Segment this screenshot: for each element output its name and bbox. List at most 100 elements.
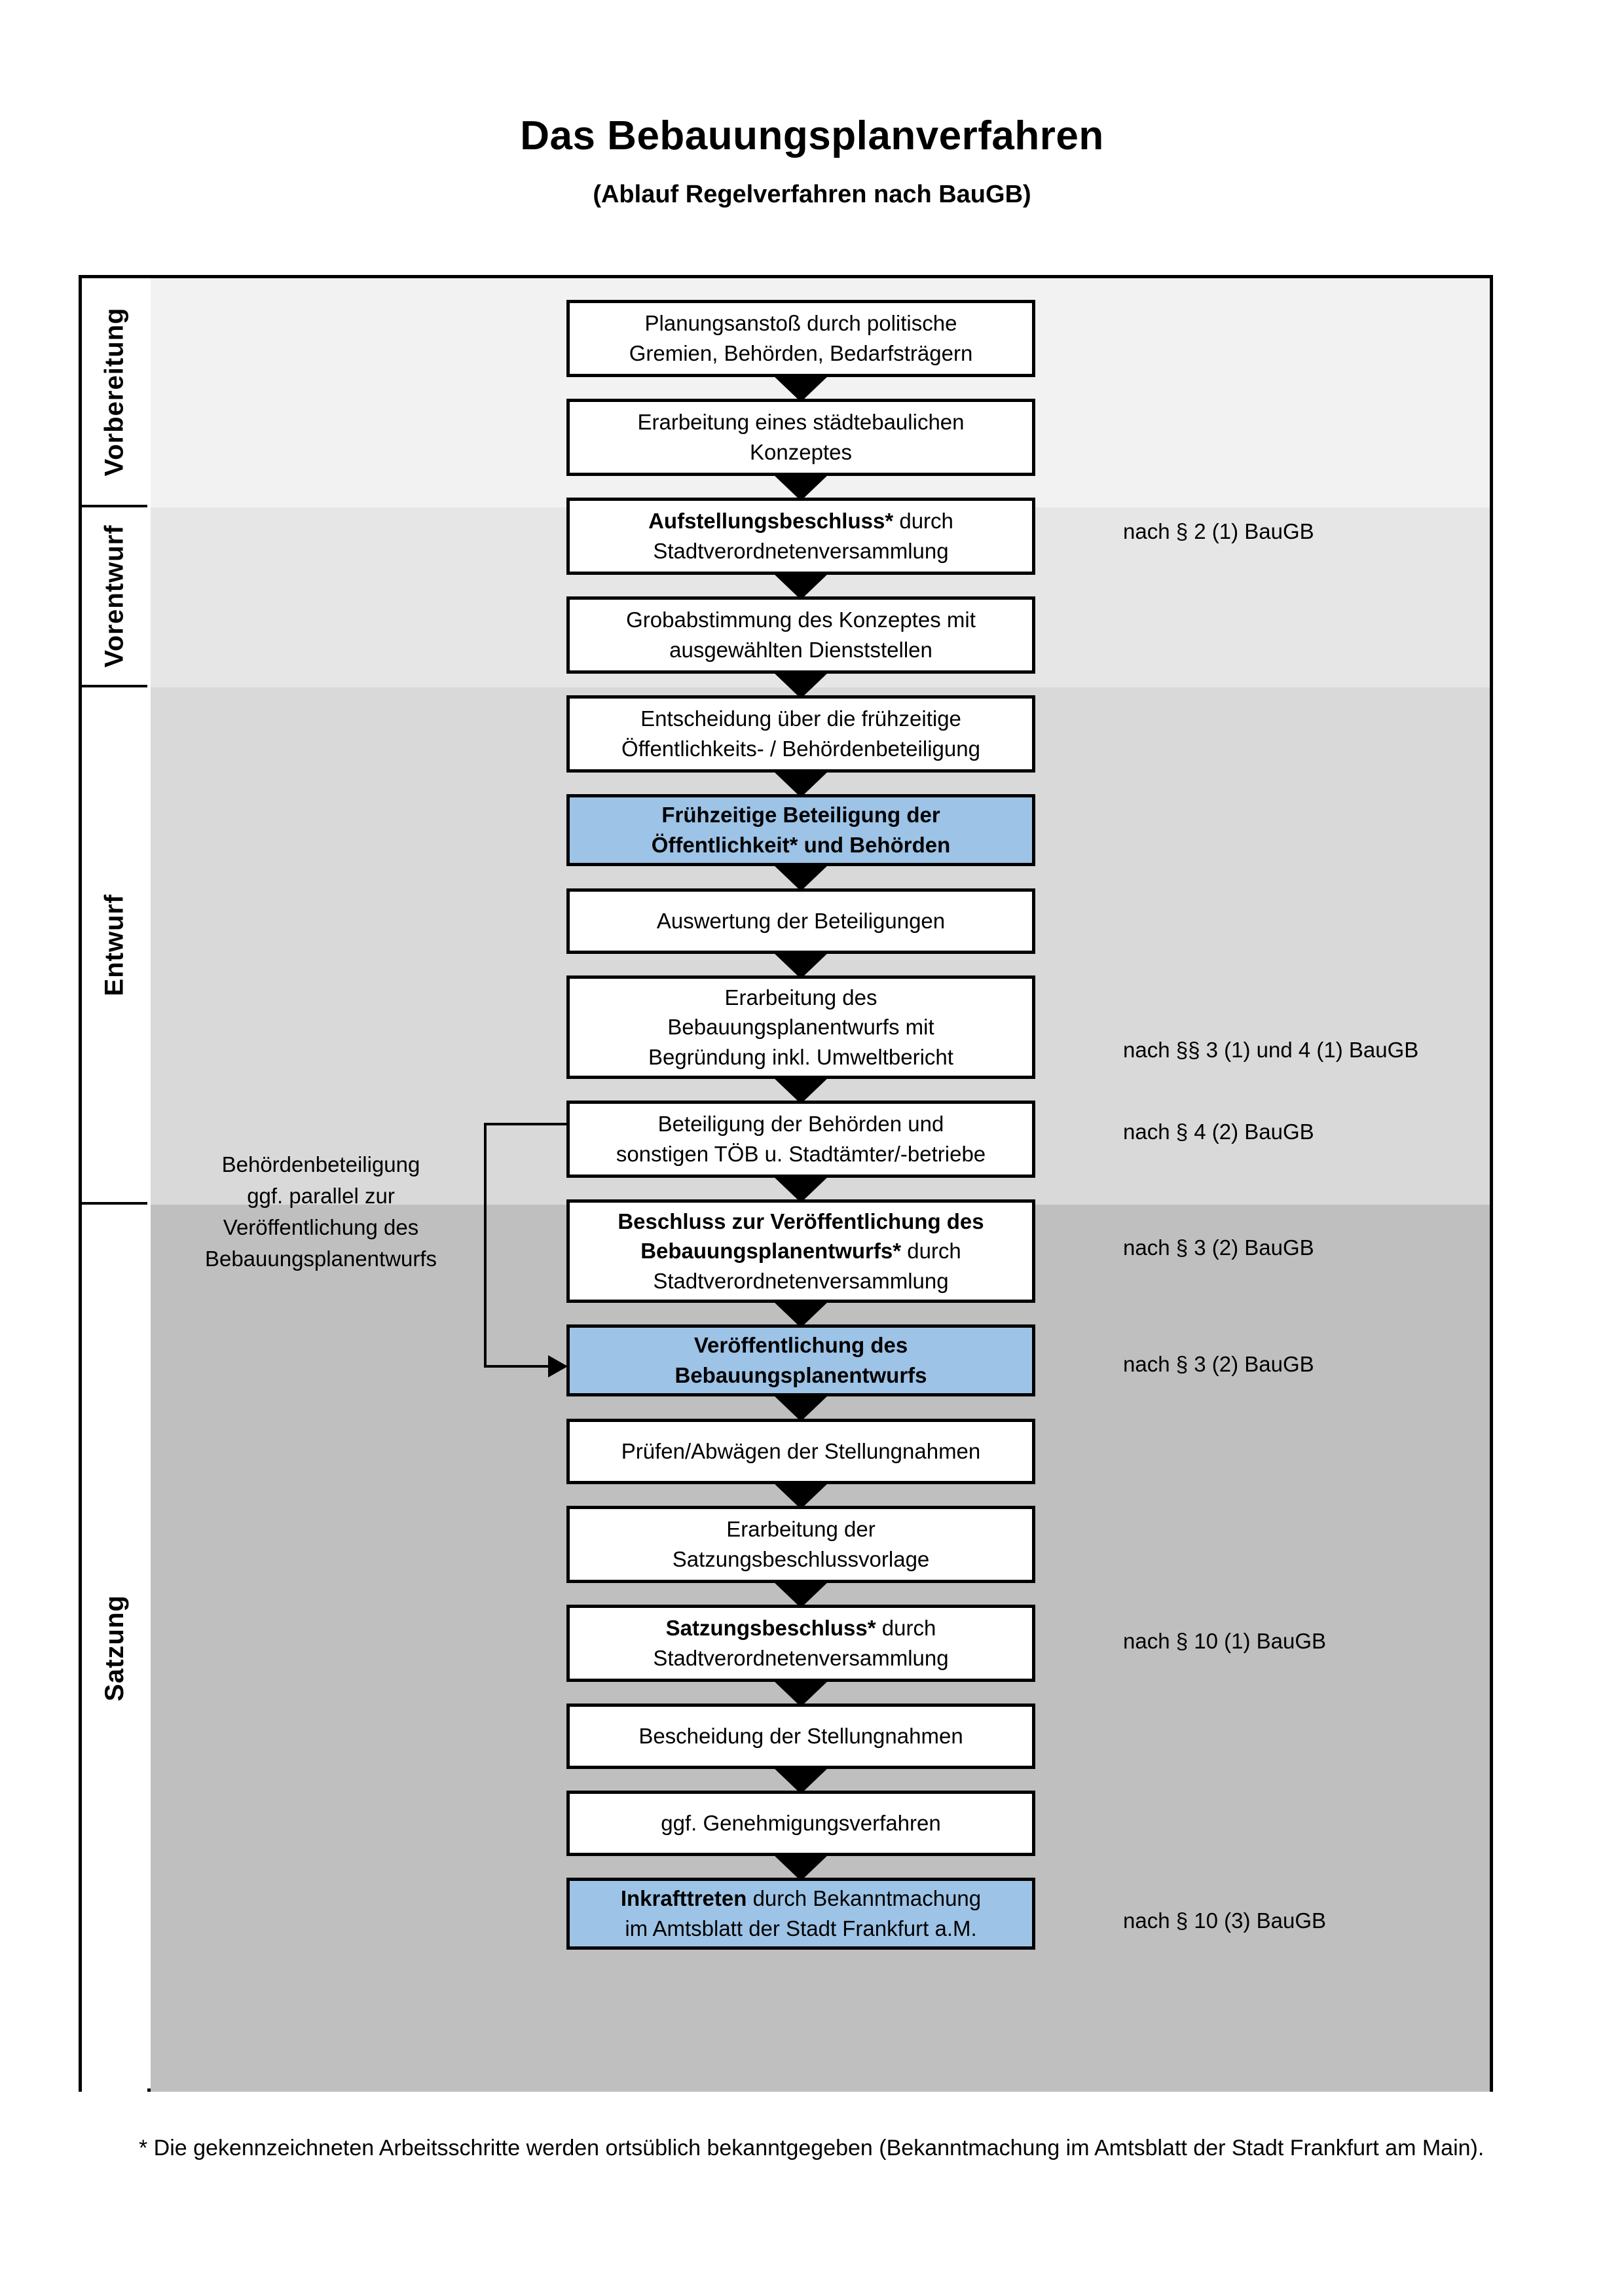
step-line-1: Entscheidung über die frühzeitige [640, 706, 961, 731]
title-block: Das Bebauungsplanverfahren (Ablauf Regel… [0, 115, 1624, 209]
step-genehmigungsverfahren[interactable]: ggf. Genehmigungsverfahren [566, 1791, 1035, 1856]
step-planungsanstoss[interactable]: Planungsanstoß durch politische Gremien,… [566, 300, 1035, 377]
step-rest-2: durch [901, 1239, 961, 1264]
step-staedtebauliches-konzept[interactable]: Erarbeitung eines städtebaulichen Konzep… [566, 399, 1035, 476]
step-line-2: Gremien, Behörden, Bedarfsträgern [629, 341, 973, 365]
step-bold-1: Satzungsbeschluss* [665, 1616, 876, 1641]
step-bold-1: Aufstellungsbeschluss* [648, 509, 894, 534]
step-line-2: Stadtverordnetenversammlung [653, 539, 949, 563]
arrow-down-9 [772, 1175, 830, 1203]
step-erarbeitung-entwurf[interactable]: Erarbeitung des Bebauungsplanentwurfs mi… [566, 975, 1035, 1079]
arrow-down-13 [772, 1580, 830, 1608]
arrow-down-11 [772, 1394, 830, 1421]
arrow-down-1 [772, 374, 830, 402]
step-line-1: Grobabstimmung des Konzeptes mit [626, 608, 976, 632]
bypass-connector [484, 1123, 576, 1378]
step-bold-1: Beschluss zur Veröffentlichung des [618, 1209, 984, 1233]
step-erarbeitung-satzungsvorlage[interactable]: Erarbeitung der Satzungsbeschlussvorlage [566, 1506, 1035, 1583]
step-bold-1: Frühzeitige Beteiligung der [661, 803, 940, 828]
step-line-1: Erarbeitung des [724, 985, 877, 1010]
legal-note-par10-3: nach § 10 (3) BauGB [1123, 1908, 1327, 1933]
arrow-down-3 [772, 572, 830, 600]
step-line-1: Auswertung der Beteiligungen [656, 909, 946, 934]
step-line-1: Beteiligung der Behörden und [657, 1112, 944, 1137]
side-note-line-3: Veröffentlichung des [223, 1214, 419, 1239]
phase-label-vorbereitung: Vorbereitung [100, 307, 129, 476]
arrow-down-5 [772, 770, 830, 797]
step-bold-2: Öffentlichkeit* und Behörden [651, 833, 951, 857]
step-line-1: Erarbeitung eines städtebaulichen [637, 410, 965, 435]
bypass-bottom-segment [484, 1365, 549, 1368]
step-satzungsbeschluss[interactable]: Satzungsbeschluss* durch Stadtverordnete… [566, 1605, 1035, 1682]
bypass-arrow-head [548, 1355, 568, 1377]
diagram-frame: Vorbereitung Vorentwurf Entwurf Satzung … [79, 275, 1493, 2092]
phase-cell-vorentwurf: Vorentwurf [82, 507, 147, 687]
phase-label-entwurf: Entwurf [100, 894, 129, 996]
arrow-down-14 [772, 1679, 830, 1707]
step-beschluss-veroeffentlichung[interactable]: Beschluss zur Veröffentlichung des Bebau… [566, 1199, 1035, 1303]
step-aufstellungsbeschluss[interactable]: Aufstellungsbeschluss* durch Stadtverord… [566, 498, 1035, 575]
side-note-behoerdenbeteiligung: Behördenbeteiligung ggf. parallel zur Ve… [167, 1149, 475, 1274]
step-bold-1: Inkrafttreten [620, 1886, 747, 1911]
arrow-down-6 [772, 864, 830, 891]
arrow-down-4 [772, 671, 830, 699]
step-bold-2: Bebauungsplanentwurfs [674, 1363, 927, 1387]
step-rest-1: durch [876, 1616, 936, 1641]
step-rest-1: durch [893, 509, 953, 534]
arrow-down-2 [772, 473, 830, 501]
step-line-1: Planungsanstoß durch politische [644, 311, 957, 336]
step-beteiligung-behoerden[interactable]: Beteiligung der Behörden und sonstigen T… [566, 1101, 1035, 1178]
step-entscheidung-fruehzeitige[interactable]: Entscheidung über die frühzeitige Öffent… [566, 695, 1035, 773]
flow-chart: Planungsanstoß durch politische Gremien,… [82, 278, 1490, 2088]
step-pruefen-abwaegen[interactable]: Prüfen/Abwägen der Stellungnahmen [566, 1419, 1035, 1484]
legal-note-par3-2-a: nach § 3 (2) BauGB [1123, 1235, 1314, 1260]
step-line-3: Stadtverordnetenversammlung [653, 1268, 949, 1293]
phase-label-satzung: Satzung [100, 1595, 129, 1702]
step-line-2: ausgewählten Dienststellen [669, 638, 932, 662]
legal-note-par3-2-b: nach § 3 (2) BauGB [1123, 1352, 1314, 1376]
legal-note-par2-1: nach § 2 (1) BauGB [1123, 519, 1314, 543]
step-line-2: Öffentlichkeits- / Behördenbeteiligung [621, 737, 980, 761]
step-bescheidung-stellungnahmen[interactable]: Bescheidung der Stellungnahmen [566, 1704, 1035, 1769]
step-line-1: Erarbeitung der [726, 1517, 876, 1542]
phase-label-vorentwurf: Vorentwurf [100, 524, 129, 668]
step-veroeffentlichung-entwurf[interactable]: Veröffentlichung des Bebauungsplanentwur… [566, 1324, 1035, 1396]
step-line-2: Bebauungsplanentwurfs mit [667, 1015, 934, 1040]
step-line-2: Satzungsbeschlussvorlage [672, 1547, 930, 1571]
bypass-top-segment [484, 1123, 566, 1125]
arrow-down-10 [772, 1300, 830, 1328]
step-line-2: sonstigen TÖB u. Stadtämter/-betriebe [616, 1142, 986, 1166]
page-subtitle: (Ablauf Regelverfahren nach BauGB) [593, 181, 1031, 209]
legal-note-par10-1: nach § 10 (1) BauGB [1123, 1629, 1327, 1653]
footnote: * Die gekennzeichneten Arbeitsschritte w… [139, 2136, 1485, 2160]
step-auswertung-beteiligungen[interactable]: Auswertung der Beteiligungen [566, 888, 1035, 954]
phase-cell-entwurf: Entwurf [82, 687, 147, 1205]
side-note-line-2: ggf. parallel zur [247, 1183, 395, 1208]
step-fruehzeitige-beteiligung[interactable]: Frühzeitige Beteiligung der Öffentlichke… [566, 794, 1035, 866]
legal-note-par3-1-4-1: nach §§ 3 (1) und 4 (1) BauGB [1123, 1038, 1419, 1062]
arrow-down-7 [772, 951, 830, 979]
arrow-down-12 [772, 1482, 830, 1509]
page-title: Das Bebauungsplanverfahren [520, 113, 1104, 158]
side-note-line-1: Behördenbeteiligung [221, 1152, 420, 1176]
step-line-2: Stadtverordnetenversammlung [653, 1646, 949, 1670]
step-line-3: Begründung inkl. Umweltbericht [648, 1044, 953, 1069]
step-line-1: Prüfen/Abwägen der Stellungnahmen [621, 1439, 981, 1464]
legal-note-par4-2: nach § 4 (2) BauGB [1123, 1120, 1314, 1144]
step-bold-2: Bebauungsplanentwurfs* [640, 1239, 902, 1264]
side-note-line-4: Bebauungsplanentwurfs [204, 1246, 437, 1271]
phase-cell-vorbereitung: Vorbereitung [82, 278, 147, 507]
step-bold-1: Veröffentlichung des [693, 1333, 908, 1358]
phase-label-column: Vorbereitung Vorentwurf Entwurf Satzung [82, 278, 147, 2092]
step-rest-1: durch Bekanntmachung [747, 1886, 982, 1911]
phase-cell-satzung: Satzung [82, 1205, 147, 2092]
step-line-2: Konzeptes [750, 440, 852, 464]
step-line-2: im Amtsblatt der Stadt Frankfurt a.M. [625, 1916, 977, 1941]
step-grobabstimmung[interactable]: Grobabstimmung des Konzeptes mit ausgewä… [566, 596, 1035, 674]
arrow-down-15 [772, 1766, 830, 1794]
arrow-down-8 [772, 1076, 830, 1104]
arrow-down-16 [772, 1853, 830, 1881]
step-inkrafttreten[interactable]: Inkrafttreten durch Bekanntmachung im Am… [566, 1878, 1035, 1950]
step-line-1: Bescheidung der Stellungnahmen [638, 1724, 963, 1749]
bypass-vertical-segment [484, 1123, 487, 1368]
